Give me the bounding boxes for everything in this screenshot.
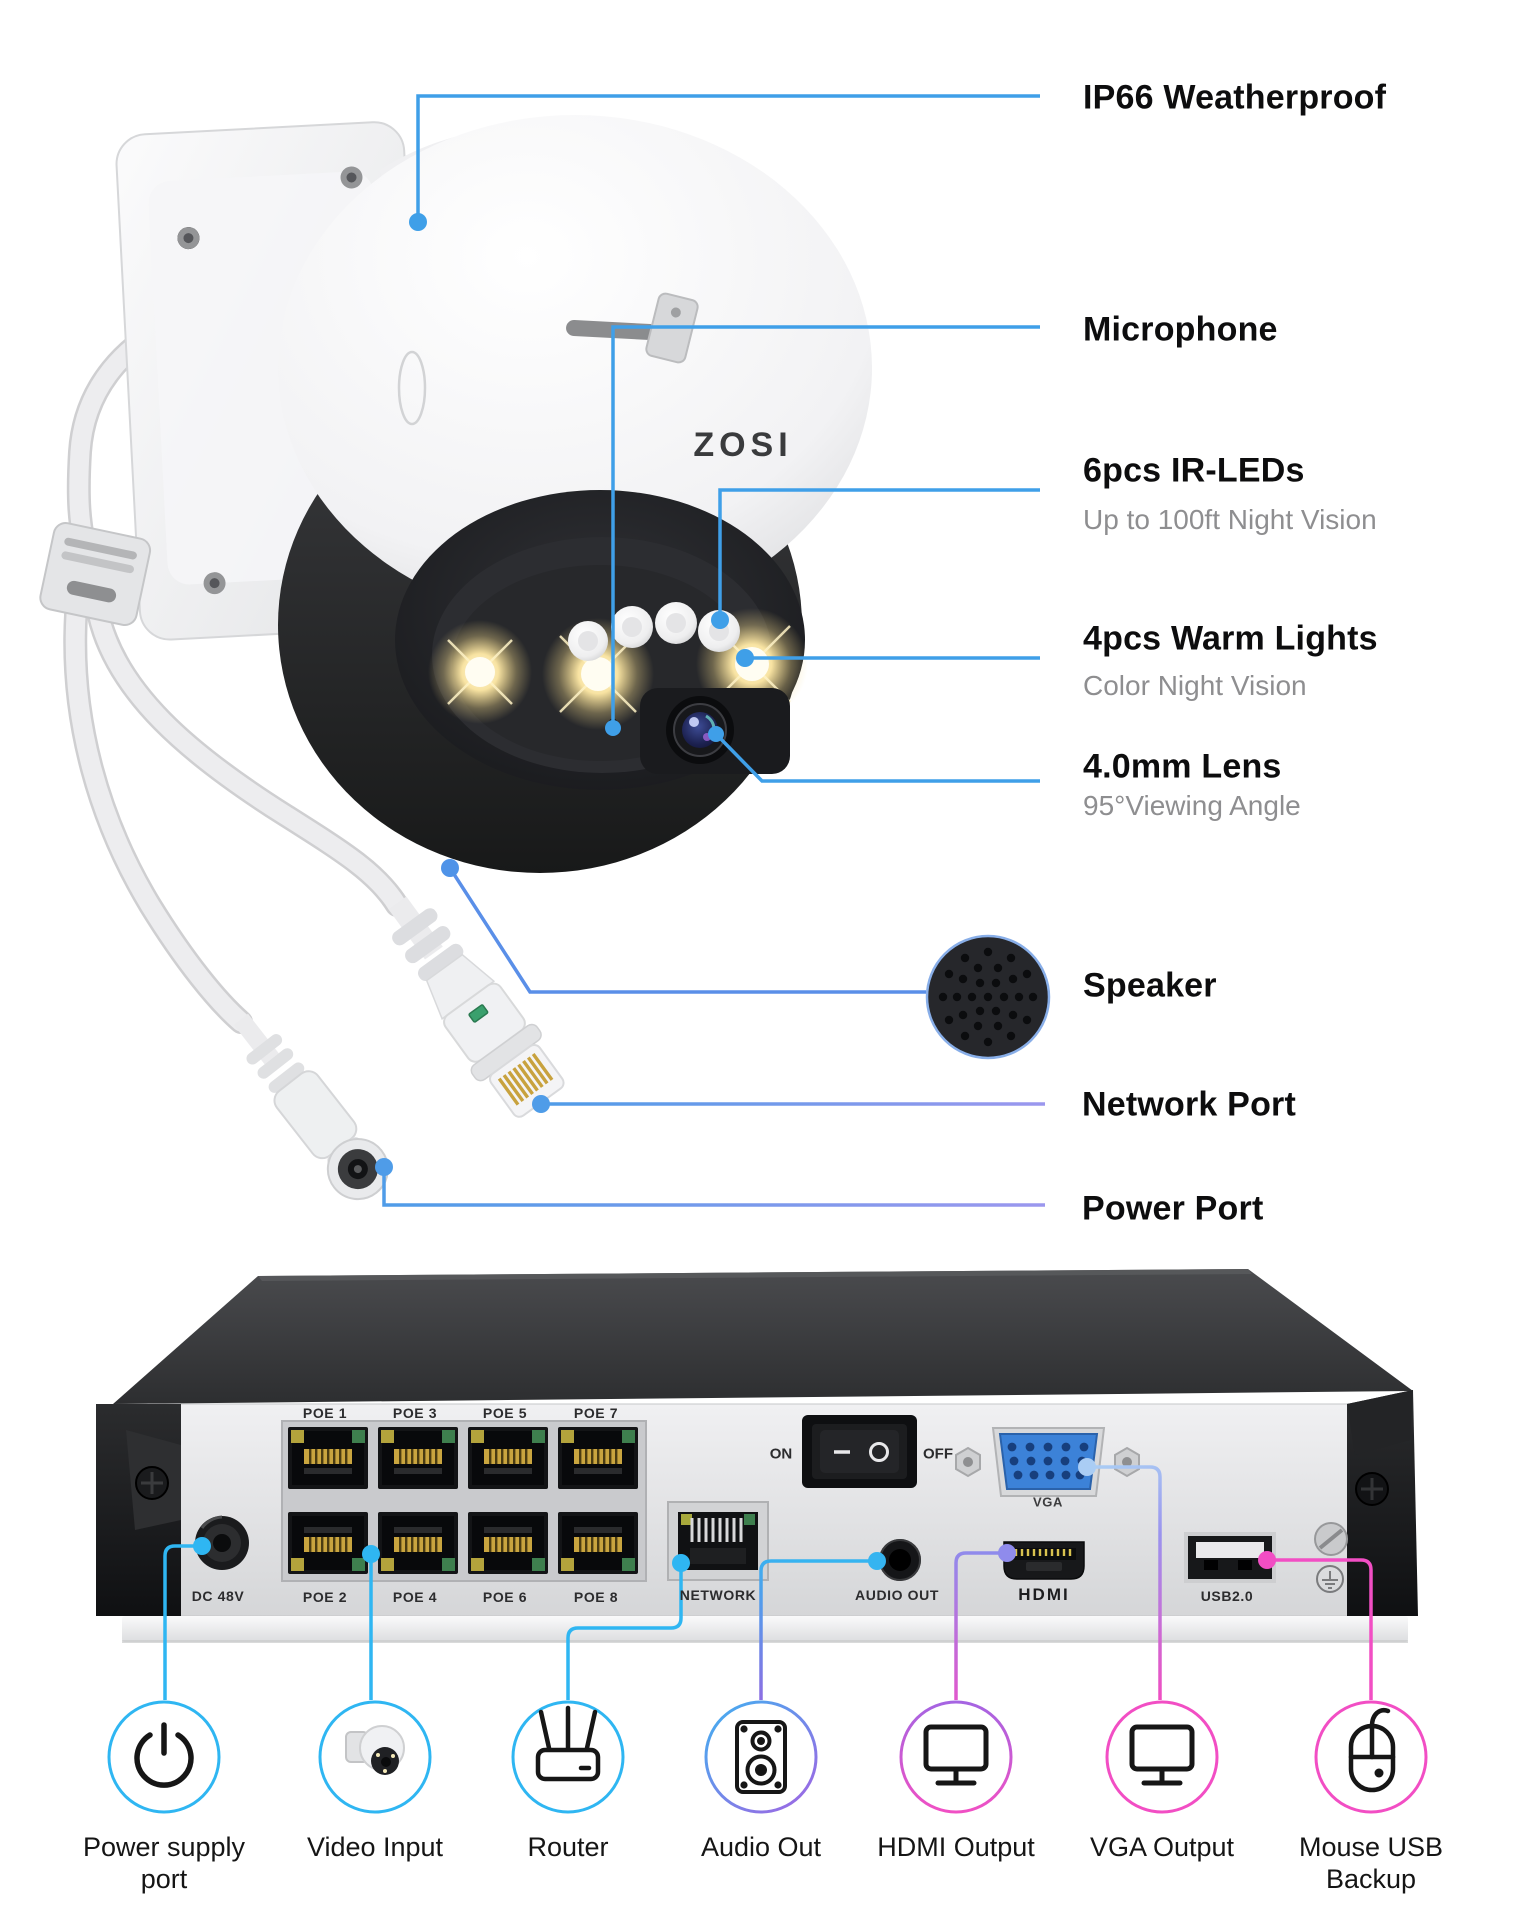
- monitor-icon: [923, 1724, 989, 1786]
- audio-out-jack: [879, 1539, 921, 1581]
- nvr-illustration: [96, 1269, 1418, 1643]
- hex-standoff: [955, 1446, 981, 1478]
- camera-network-connector: [388, 896, 565, 1118]
- legend-audio-out: Audio Out: [700, 1832, 822, 1862]
- hex-standoff-2: [1114, 1446, 1140, 1478]
- camera-callout-lines: [375, 94, 1045, 1207]
- label-poe1: POE 1: [302, 1405, 348, 1421]
- label-audio-out: AUDIO OUT: [855, 1587, 939, 1603]
- legend-hdmi-output: HDMI Output: [877, 1832, 1035, 1862]
- dc-power-jack: [195, 1515, 249, 1570]
- panel-screw: [1314, 1522, 1348, 1556]
- dome-seam: [397, 350, 427, 426]
- callout-speaker: Speaker: [1083, 966, 1217, 1005]
- power-switch: [802, 1415, 917, 1488]
- power-icon: [134, 1722, 194, 1788]
- nvr-right-side-panel: [1347, 1390, 1418, 1616]
- speaker-box-icon: [735, 1720, 787, 1794]
- legend-circle: [1105, 1700, 1219, 1814]
- router-icon: [535, 1705, 601, 1782]
- brand-logo: ZOSI: [693, 426, 792, 464]
- label-hdmi: HDMI: [1018, 1585, 1070, 1604]
- legend-icons: [107, 1700, 1428, 1814]
- legend-circle: [899, 1700, 1013, 1814]
- camera-lens: [640, 688, 790, 774]
- callout-network-port: Network Port: [1082, 1085, 1296, 1124]
- nvr-callout-lines: [163, 1458, 1373, 1700]
- label-network: NETWORK: [679, 1587, 757, 1603]
- usb-port: [1184, 1532, 1276, 1583]
- nvr-left-side-panel: [96, 1404, 181, 1616]
- label-vga: VGA: [1033, 1494, 1063, 1510]
- label-poe5: POE 5: [482, 1405, 528, 1421]
- callout-ir-leds: 6pcs IR-LEDs: [1083, 451, 1305, 490]
- label-poe6: POE 6: [482, 1589, 528, 1605]
- ground-symbol: [1316, 1565, 1344, 1593]
- label-poe3: POE 3: [392, 1405, 438, 1421]
- callout-warm-lights: 4pcs Warm Lights: [1083, 619, 1378, 658]
- label-poe8: POE 8: [573, 1589, 619, 1605]
- hdmi-port: [1003, 1541, 1085, 1580]
- camera-illustration: ZOSI: [39, 115, 872, 1201]
- ir-leds: [568, 602, 740, 661]
- legend-circle: [107, 1700, 221, 1814]
- cable-splitter: [39, 522, 152, 627]
- label-on: ON: [769, 1445, 793, 1463]
- label-usb: USB2.0: [1200, 1588, 1254, 1604]
- poe-port-bank: [281, 1420, 647, 1582]
- callout-lens: 4.0mm Lens: [1083, 747, 1282, 786]
- camera-icon: [345, 1725, 405, 1775]
- legend-circle: [318, 1700, 432, 1814]
- callout-microphone: Microphone: [1083, 310, 1278, 349]
- callout-lens-sub: 95°Viewing Angle: [1083, 790, 1301, 821]
- label-dc48v: DC 48V: [191, 1588, 245, 1604]
- nvr-top-face: [113, 1269, 1413, 1404]
- callout-ir-leds-sub: Up to 100ft Night Vision: [1083, 504, 1377, 535]
- mouse-icon: [1348, 1708, 1396, 1793]
- legend-circle: [704, 1700, 818, 1814]
- legend-power-supply: Power supply port: [82, 1832, 246, 1894]
- camera-power-connector: [233, 1013, 389, 1201]
- legend-video-input: Video Input: [306, 1832, 444, 1862]
- callout-ip66: IP66 Weatherproof: [1083, 78, 1387, 117]
- callout-warm-lights-sub: Color Night Vision: [1083, 670, 1307, 701]
- label-poe2: POE 2: [302, 1589, 348, 1605]
- callout-power-port: Power Port: [1082, 1189, 1264, 1228]
- legend-router: Router: [527, 1832, 609, 1862]
- monitor-icon: [1129, 1724, 1195, 1786]
- legend-circle: [511, 1700, 625, 1814]
- legend-circle: [1314, 1700, 1428, 1814]
- speaker-disc: [925, 934, 1051, 1060]
- vga-port: [991, 1427, 1106, 1497]
- label-poe4: POE 4: [392, 1589, 438, 1605]
- legend-vga-output: VGA Output: [1089, 1832, 1235, 1862]
- camera-dome: [278, 115, 872, 621]
- legend-mouse-usb: Mouse USB Backup: [1298, 1832, 1444, 1894]
- label-off: OFF: [923, 1445, 953, 1463]
- label-poe7: POE 7: [573, 1405, 619, 1421]
- nvr-bottom-lip: [122, 1616, 1408, 1642]
